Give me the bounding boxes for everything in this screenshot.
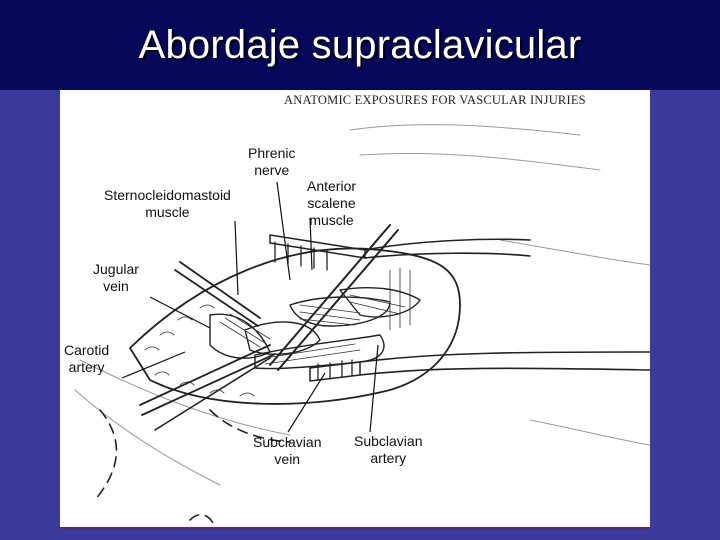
label-line: nerve — [254, 162, 290, 178]
surgical-illustration — [74, 124, 650, 527]
title-bar: Abordaje supraclavicular — [0, 0, 720, 90]
label-jugular-vein: Jugular vein — [93, 261, 139, 295]
label-subclavian-vein: Subclavian vein — [253, 434, 322, 468]
label-line: Sternocleidomastoid — [104, 187, 231, 203]
label-anterior-scalene-muscle: Anterior scalene muscle — [307, 178, 356, 229]
label-carotid-artery: Carotid artery — [64, 342, 109, 376]
label-line: vein — [274, 451, 301, 467]
label-line: Jugular — [93, 261, 139, 277]
label-line: artery — [370, 450, 407, 466]
label-line: Subclavian — [253, 434, 322, 450]
label-line: Phrenic — [248, 145, 296, 161]
figure-caption: ANATOMIC EXPOSURES FOR VASCULAR INJURIES — [284, 93, 586, 107]
label-sternocleidomastoid-muscle: Sternocleidomastoid muscle — [104, 187, 231, 221]
slide-title: Abordaje supraclavicular — [138, 22, 582, 67]
figure-panel: ANATOMIC EXPOSURES FOR VASCULAR INJURIES… — [60, 90, 650, 529]
label-line: Carotid — [64, 342, 110, 358]
label-line: muscle — [309, 212, 354, 228]
label-line: Subclavian — [354, 433, 423, 449]
label-line: Anterior — [307, 178, 357, 194]
label-line: artery — [68, 359, 105, 375]
label-line: muscle — [145, 204, 190, 220]
label-phrenic-nerve: Phrenic nerve — [248, 145, 295, 179]
label-subclavian-artery: Subclavian artery — [354, 433, 423, 467]
label-line: scalene — [307, 195, 356, 211]
label-line: vein — [103, 278, 129, 294]
